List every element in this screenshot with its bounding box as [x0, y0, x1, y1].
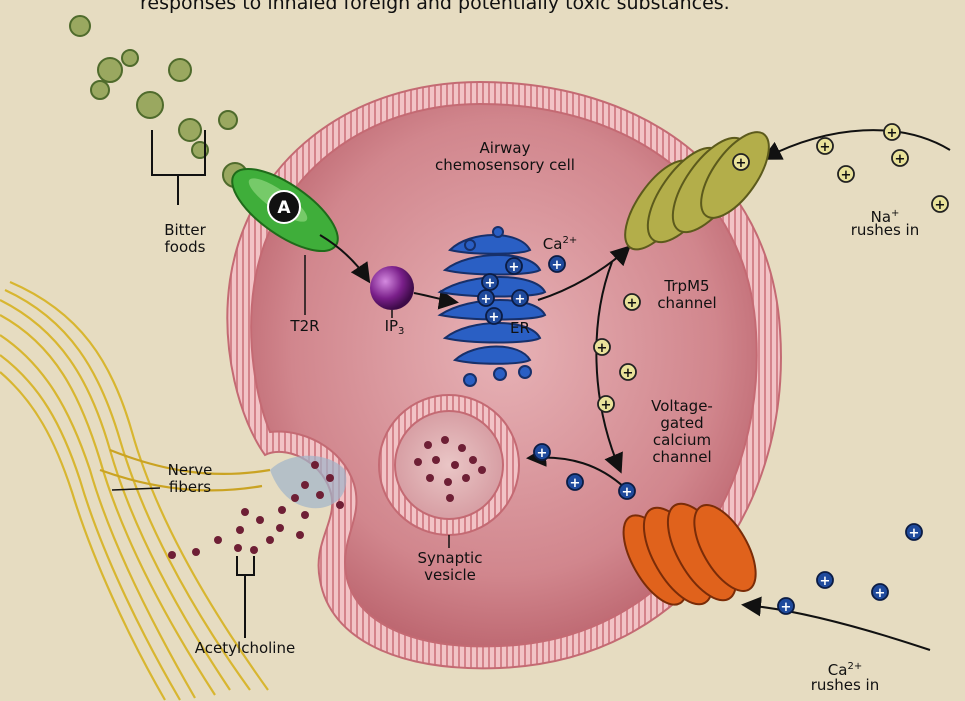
arrow-calcium-in	[745, 605, 930, 650]
svg-text:+: +	[909, 526, 920, 541]
ca-rush-label: rushes in	[795, 677, 895, 694]
ca-superscript: 2+	[562, 235, 577, 246]
svg-text:+: +	[509, 260, 520, 275]
ca-label: Ca2+	[535, 232, 585, 253]
svg-text:+: +	[537, 446, 548, 461]
ip3-text: IP	[385, 317, 398, 335]
arrow-sodium-in	[765, 130, 950, 158]
ip3-molecule	[370, 266, 414, 310]
vesicle-label: Synaptic vesicle	[400, 550, 500, 584]
acetylcholine-bracket	[237, 556, 254, 638]
bitter-foods-bracket	[152, 130, 205, 205]
svg-text:+: +	[485, 276, 496, 291]
vgcc-label: Voltage- gated calcium channel	[632, 398, 732, 466]
bitter-food-particles	[70, 16, 247, 187]
svg-text:+: +	[597, 341, 608, 356]
svg-text:+: +	[489, 310, 500, 325]
svg-text:+: +	[820, 140, 831, 155]
bitter-foods-label: Bitter foods	[145, 222, 225, 256]
svg-text:+: +	[887, 126, 898, 141]
marker-a-text: A	[277, 198, 291, 218]
svg-text:+: +	[820, 574, 831, 589]
na-superscript: +	[891, 208, 899, 219]
nerve-label: Nerve fibers	[150, 462, 230, 496]
release-pocket	[270, 456, 346, 508]
svg-text:+: +	[627, 296, 638, 311]
cell-label: Airway chemosensory cell	[405, 140, 605, 174]
er-label: ER	[500, 320, 540, 337]
svg-text:+: +	[895, 152, 906, 167]
svg-text:+: +	[601, 398, 612, 413]
svg-text:+: +	[781, 600, 792, 615]
synaptic-vesicle	[379, 395, 519, 535]
svg-text:+: +	[552, 258, 563, 273]
svg-text:+: +	[935, 198, 946, 213]
na-rush-label: rushes in	[835, 222, 935, 239]
ip3-label: IP3	[372, 318, 417, 340]
svg-text:+: +	[875, 586, 886, 601]
svg-text:+: +	[570, 476, 581, 491]
acetylcholine-label: Acetylcholine	[150, 640, 340, 657]
marker-a: A	[268, 191, 300, 223]
ca2-superscript: 2+	[847, 661, 862, 672]
svg-text:+: +	[736, 156, 747, 171]
svg-text:+: +	[623, 366, 634, 381]
ip3-subscript: 3	[398, 326, 404, 337]
trpm5-label: TrpM5 channel	[642, 278, 732, 312]
svg-text:+: +	[515, 292, 526, 307]
svg-text:+: +	[622, 485, 633, 500]
t2r-label: T2R	[275, 318, 335, 335]
ca-text: Ca	[543, 235, 563, 253]
svg-text:+: +	[841, 168, 852, 183]
svg-text:+: +	[481, 292, 492, 307]
